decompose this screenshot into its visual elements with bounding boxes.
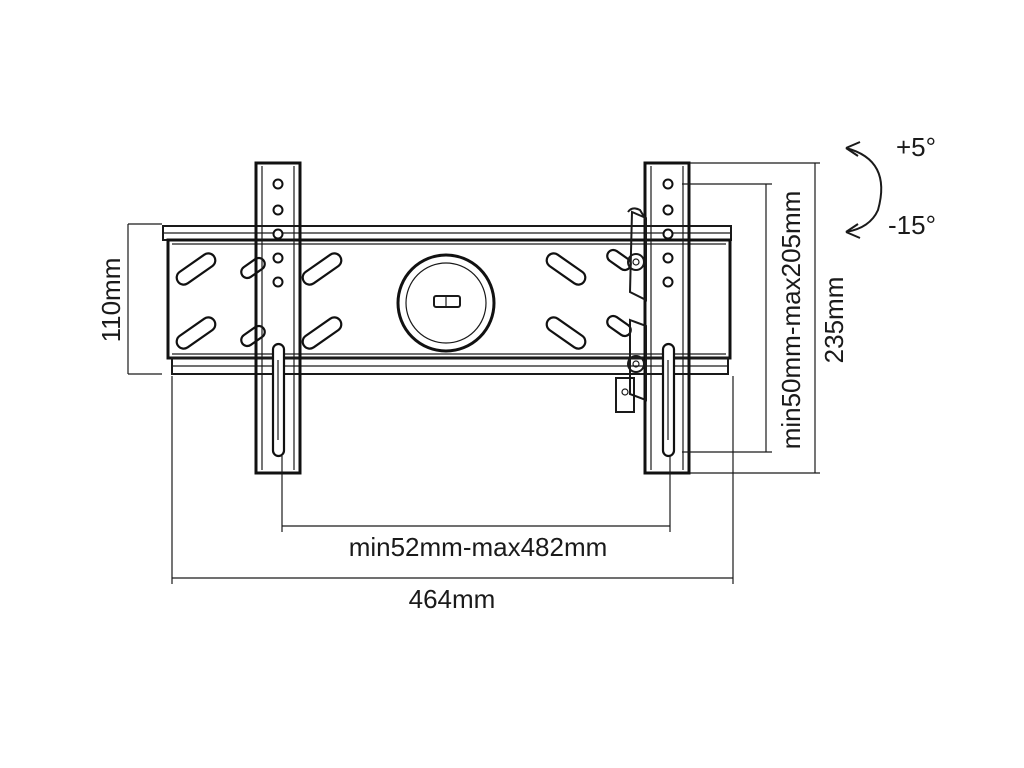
arm-hole bbox=[662, 228, 674, 240]
arm-hole bbox=[662, 178, 674, 190]
plate-slot bbox=[545, 252, 587, 286]
dim-464 bbox=[171, 376, 734, 584]
dim-vertical-range bbox=[682, 183, 772, 453]
arm-hole bbox=[272, 252, 284, 264]
dim-horizontal-range bbox=[281, 456, 671, 532]
label-110mm: 110mm bbox=[96, 258, 126, 343]
plate-slot bbox=[301, 252, 343, 286]
wall-plate bbox=[162, 225, 732, 375]
plate-slots bbox=[175, 248, 632, 350]
tilt-arrow-icon bbox=[845, 141, 883, 239]
label-vertical-range: min50mm-max205mm bbox=[776, 191, 806, 450]
plate-slot bbox=[301, 316, 343, 350]
label-horizontal-range: min52mm-max482mm bbox=[349, 532, 608, 562]
left-arm bbox=[254, 161, 302, 475]
plate-slot bbox=[240, 324, 266, 348]
arm-hole bbox=[272, 178, 284, 190]
arm-hole bbox=[272, 204, 284, 216]
right-arm bbox=[643, 161, 691, 475]
label-tilt-up: +5° bbox=[896, 132, 936, 162]
arm-hole bbox=[662, 252, 674, 264]
dim-110 bbox=[127, 223, 162, 375]
label-235mm: 235mm bbox=[819, 277, 849, 364]
plate-slot bbox=[240, 256, 266, 280]
arm-hole bbox=[272, 228, 284, 240]
center-lock bbox=[396, 253, 496, 353]
label-464mm: 464mm bbox=[409, 584, 496, 614]
arm-hole bbox=[662, 204, 674, 216]
arm-hole bbox=[662, 276, 674, 288]
arm-hole bbox=[272, 276, 284, 288]
plate-slot bbox=[175, 316, 217, 350]
dim-235 bbox=[690, 162, 820, 474]
plate-slot bbox=[606, 314, 632, 338]
label-tilt-down: -15° bbox=[888, 210, 936, 240]
tilt-hinge bbox=[615, 207, 647, 413]
plate-slot bbox=[545, 316, 587, 350]
plate-slot bbox=[175, 252, 217, 286]
